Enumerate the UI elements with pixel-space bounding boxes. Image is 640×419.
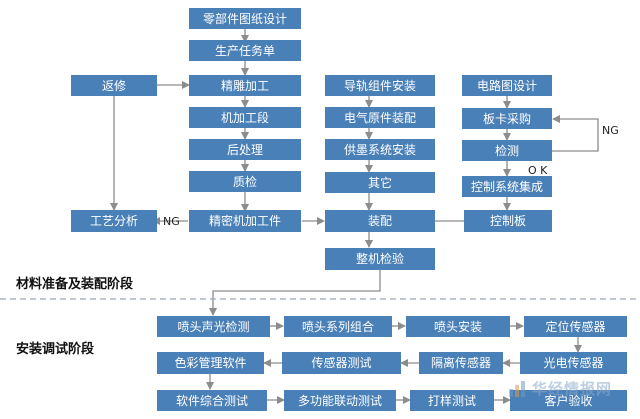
label-ok: O K — [528, 164, 548, 177]
node-detection: 检测 — [462, 140, 552, 161]
label-ng-left: NG — [163, 215, 180, 228]
node-assembly: 装配 — [325, 210, 435, 232]
section-install-debug: 安装调试阶段 — [16, 342, 95, 357]
node-rail-assembly: 导轨组件安装 — [325, 75, 435, 96]
arrow-detect-ng-loop — [552, 115, 599, 152]
label-ng-right: NG — [602, 124, 619, 137]
arrow-final-to-acoustic — [209, 270, 381, 316]
node-ink-system-install: 供墨系统安装 — [325, 139, 435, 160]
node-quality-check: 质检 — [189, 171, 301, 192]
watermark-text: 华经情报网 — [532, 380, 613, 398]
node-multifunction-test: 多功能联动测试 — [284, 390, 396, 411]
node-final-inspection: 整机检验 — [325, 248, 435, 270]
node-others: 其它 — [325, 172, 435, 193]
node-print-sample-test: 打样测试 — [410, 390, 494, 411]
node-board-purchase: 板卡采购 — [462, 108, 552, 129]
node-machining-section: 机加工段 — [189, 107, 301, 128]
node-nozzle-acoustic-test: 喷头声光检测 — [157, 316, 270, 337]
watermark-logo-icon — [508, 380, 528, 398]
watermark: 华经情报网 — [508, 378, 612, 399]
node-rework: 返修 — [71, 75, 157, 96]
node-positioning-sensor: 定位传感器 — [524, 316, 627, 337]
node-electrical-assembly: 电气原件装配 — [325, 107, 435, 128]
node-process-analysis: 工艺分析 — [71, 210, 157, 232]
node-production-task: 生产任务单 — [189, 40, 301, 61]
node-parts-drawing-design: 零部件图纸设计 — [189, 8, 301, 29]
node-control-integration: 控制系统集成 — [462, 176, 552, 197]
section-material-assembly: 材料准备及装配阶段 — [16, 277, 134, 292]
node-engraving: 精雕加工 — [189, 75, 301, 96]
node-isolation-sensor: 隔离传感器 — [419, 352, 503, 374]
node-precision-parts: 精密机加工件 — [189, 210, 301, 232]
node-customer-acceptance: 客户验收 — [510, 390, 627, 411]
node-software-test: 软件综合测试 — [157, 390, 267, 411]
node-sensor-test: 传感器测试 — [282, 352, 401, 374]
node-color-mgmt-software: 色彩管理软件 — [157, 352, 264, 374]
node-nozzle-series-combo: 喷头系列组合 — [284, 316, 392, 337]
node-post-processing: 后处理 — [189, 139, 301, 160]
node-circuit-design: 电路图设计 — [462, 75, 552, 96]
node-control-board: 控制板 — [464, 210, 552, 232]
node-photoelectric-sensor: 光电传感器 — [520, 352, 627, 374]
node-nozzle-install: 喷头安装 — [406, 316, 510, 337]
